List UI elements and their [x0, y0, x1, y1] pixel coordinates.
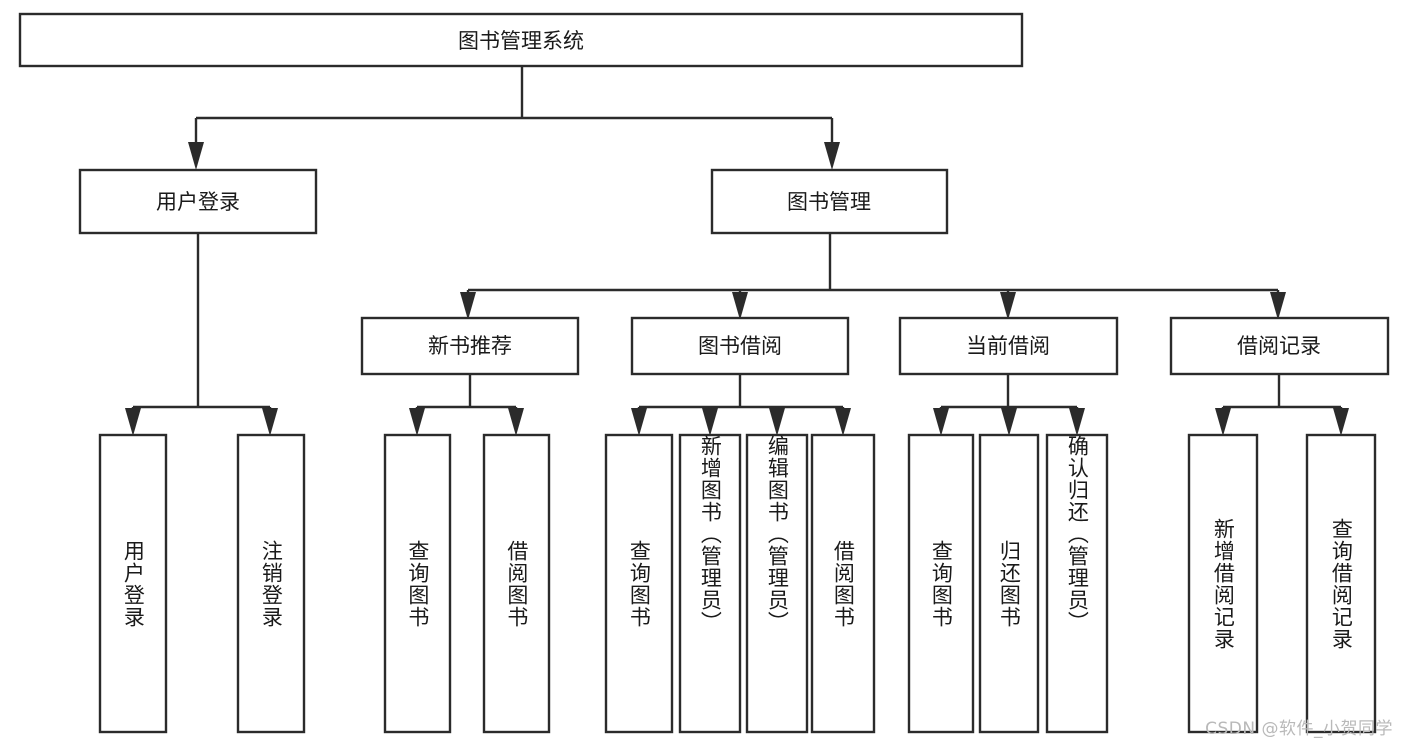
leaf-user-login-1[interactable]	[236, 433, 306, 734]
node-current-borrow-label: 当前借阅	[966, 334, 1050, 358]
connector-book-borrow-to-leaves	[631, 374, 851, 436]
leaf-current-borrow-2[interactable]	[1045, 433, 1109, 734]
leaf-book-borrow-0[interactable]	[604, 433, 674, 734]
leaf-borrow-record-0[interactable]	[1187, 433, 1259, 734]
leaf-book-borrow-2[interactable]	[745, 433, 809, 734]
leaf-borrow-record-1[interactable]	[1305, 433, 1377, 734]
node-current-borrow[interactable]: 当前借阅	[898, 316, 1119, 376]
leaf-new-book-1[interactable]	[482, 433, 551, 734]
leaf-book-borrow-3[interactable]	[810, 433, 876, 734]
leaf-current-borrow-1[interactable]	[978, 433, 1040, 734]
leaf-user-login-0[interactable]	[98, 433, 168, 734]
node-borrow-record[interactable]: 借阅记录	[1169, 316, 1390, 376]
connector-current-borrow-to-leaves	[933, 374, 1085, 436]
connector-borrow-record-to-leaves	[1215, 374, 1349, 436]
connector-level2-to-level3	[460, 233, 1286, 320]
connector-new-book-to-leaves	[409, 374, 524, 436]
node-new-book-recommend[interactable]: 新书推荐	[360, 316, 580, 376]
node-root[interactable]: 图书管理系统	[18, 12, 1024, 68]
node-book-management[interactable]: 图书管理	[710, 168, 949, 235]
watermark-label: CSDN @软件_小贺同学	[1205, 719, 1393, 739]
node-book-borrow-label: 图书借阅	[698, 334, 782, 358]
leaf-book-borrow-1[interactable]	[678, 433, 742, 734]
node-book-borrow[interactable]: 图书借阅	[630, 316, 850, 376]
leaf-new-book-0[interactable]	[383, 433, 452, 734]
connector-root-to-level2	[188, 66, 840, 170]
connector-user-login-to-leaves	[125, 233, 278, 436]
node-book-management-label: 图书管理	[787, 190, 871, 214]
node-borrow-record-label: 借阅记录	[1237, 334, 1321, 358]
node-user-login[interactable]: 用户登录	[78, 168, 318, 235]
node-root-label: 图书管理系统	[458, 29, 584, 53]
leaf-current-borrow-0[interactable]	[907, 433, 975, 734]
node-new-book-recommend-label: 新书推荐	[428, 334, 512, 358]
node-user-login-label: 用户登录	[156, 190, 240, 214]
